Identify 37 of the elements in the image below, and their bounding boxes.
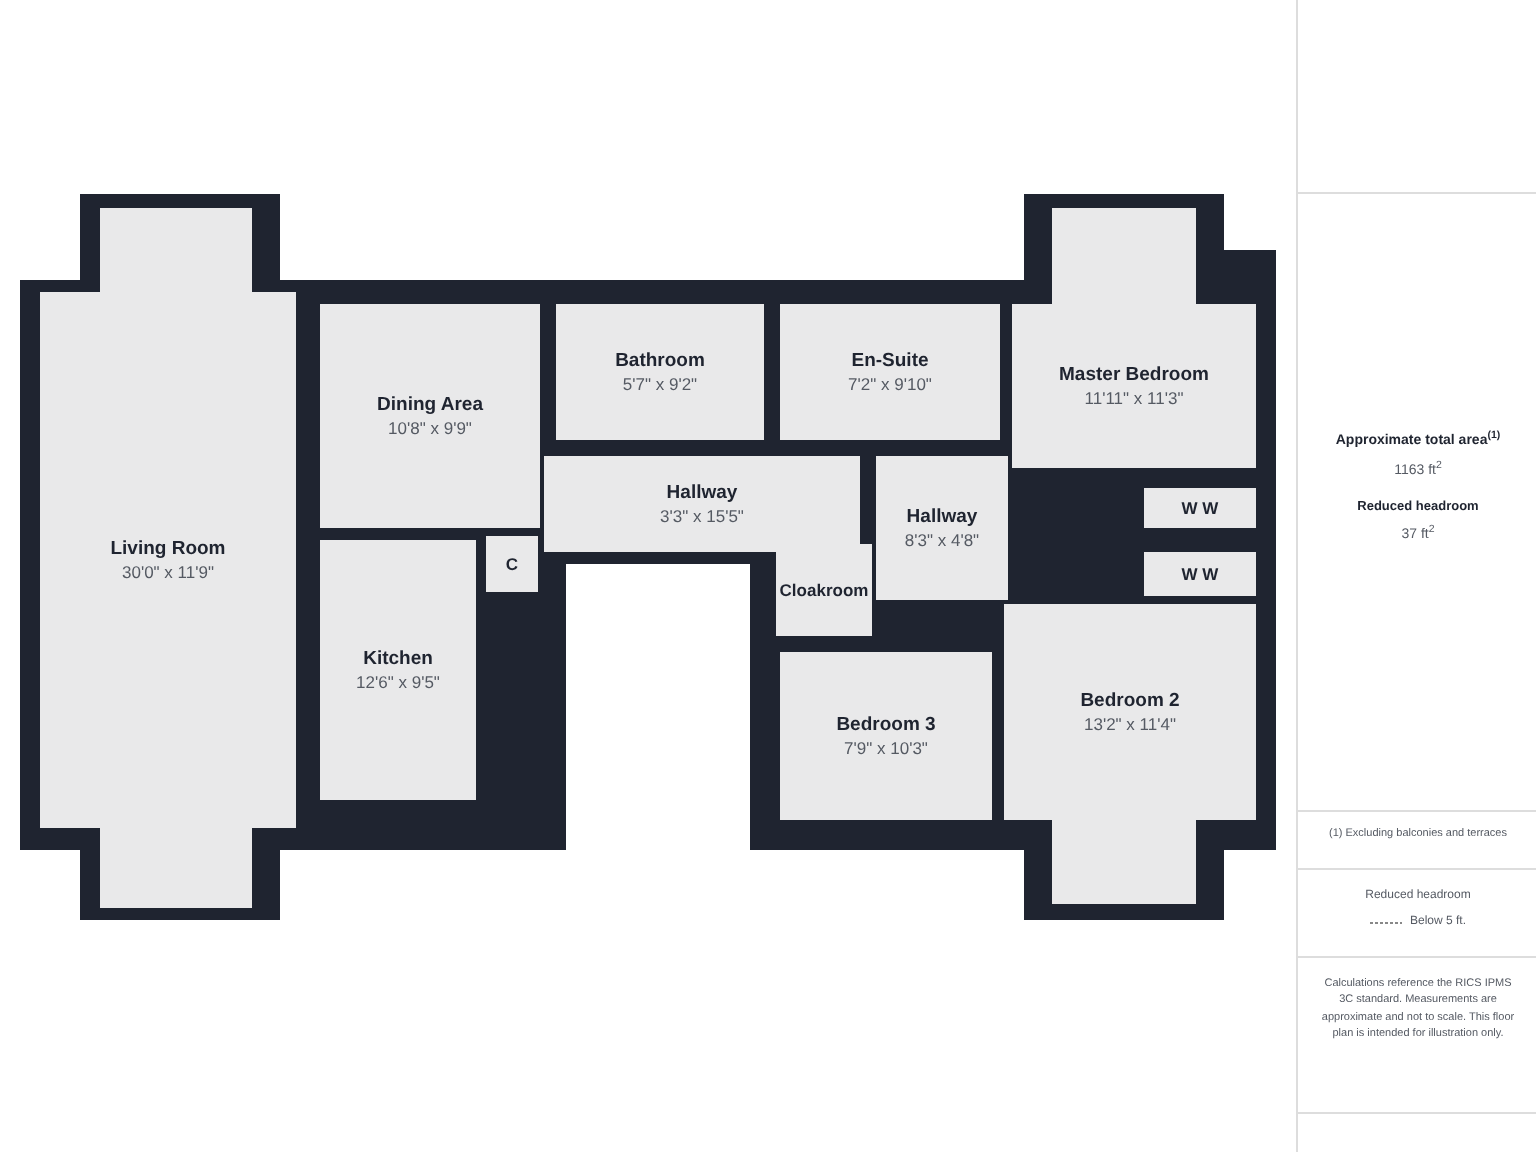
room-name: Bedroom 2 — [1080, 689, 1180, 714]
room-area — [1144, 488, 1256, 528]
room-name: Bathroom — [615, 349, 705, 374]
room-area — [556, 304, 764, 440]
room-area — [320, 304, 540, 528]
room-name: Hallway — [666, 481, 738, 506]
room-name: W W — [1181, 497, 1219, 519]
room-name: Cloakroom — [779, 579, 869, 601]
room-dimensions: 11'11" x 11'3" — [1084, 387, 1184, 409]
room-name: Bedroom 3 — [836, 713, 936, 738]
room-dimensions: 8'3" x 4'8" — [904, 529, 980, 551]
room-dimensions: 12'6" x 9'5" — [356, 671, 440, 693]
room-name: Hallway — [906, 505, 978, 530]
room-area — [544, 456, 860, 552]
room-name: Kitchen — [363, 647, 433, 672]
room-area — [780, 304, 1000, 440]
room-area — [1012, 304, 1256, 468]
room-dimensions: 7'2" x 9'10" — [848, 373, 932, 395]
room-name: C — [505, 553, 519, 575]
room-area — [1144, 552, 1256, 596]
room-area — [780, 652, 992, 820]
room-area — [776, 544, 872, 636]
room-dimensions: 7'9" x 10'3" — [844, 737, 928, 759]
room-name: Master Bedroom — [1059, 363, 1209, 388]
room-area — [1004, 604, 1256, 820]
room-area — [320, 540, 476, 800]
room-dimensions: 3'3" x 15'5" — [660, 505, 744, 527]
room-name: Dining Area — [377, 393, 483, 418]
room-name: W W — [1181, 563, 1219, 585]
room-dimensions: 30'0" x 11'9" — [122, 561, 214, 583]
room-dimensions: 5'7" x 9'2" — [622, 373, 698, 395]
room-name: Living Room — [110, 537, 226, 562]
room-area — [876, 456, 1008, 600]
room-area — [486, 536, 538, 592]
room-name: En-Suite — [851, 349, 929, 374]
room-dimensions: 13'2" x 11'4" — [1084, 713, 1176, 735]
room-dimensions: 10'8" x 9'9" — [388, 417, 472, 439]
